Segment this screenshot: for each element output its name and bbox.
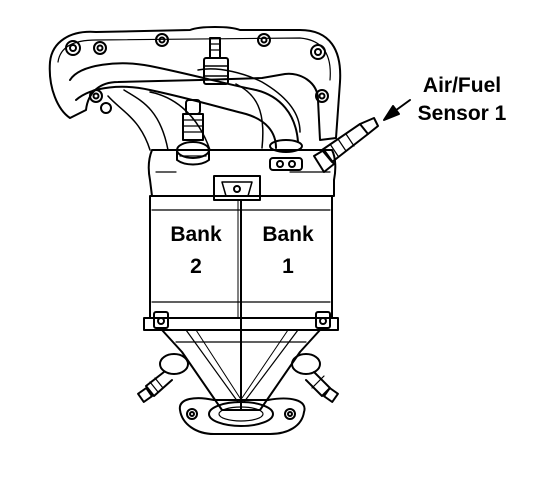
left-downstream-sensor — [137, 353, 189, 403]
upper-converter-shell — [147, 149, 337, 197]
pipe-clamp — [203, 37, 229, 85]
right-downstream-sensor — [291, 353, 339, 403]
lower-band — [143, 311, 339, 331]
bank1-label-number: 1 — [282, 255, 294, 278]
bank2-label-word: Bank — [170, 223, 222, 246]
air-fuel-sensor-1 — [313, 117, 379, 173]
bank2-label-number: 2 — [190, 255, 202, 278]
outlet-flange — [178, 397, 306, 435]
manifold-runners — [69, 62, 303, 153]
manifold-flange — [48, 26, 342, 141]
air-fuel-sensor-label-line2: Sensor 1 — [417, 102, 507, 125]
bank2-upstream-stud — [176, 99, 210, 166]
sensor-pointer-arrow — [383, 99, 411, 121]
lower-cone — [161, 317, 321, 411]
air-fuel-sensor-label-line1: Air/Fuel — [422, 74, 502, 97]
bank1-label-word: Bank — [262, 223, 314, 246]
